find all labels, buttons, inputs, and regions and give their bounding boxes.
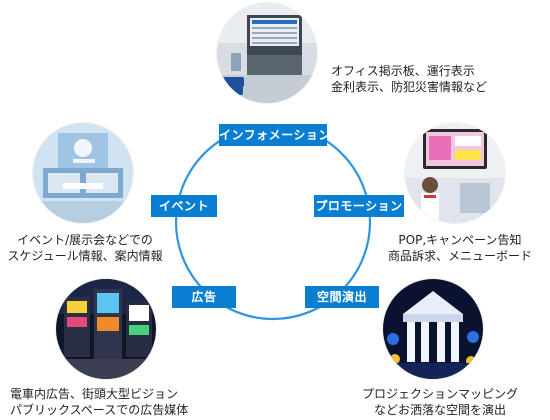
caption-advertising-line-1: 電車内広告、街頭大型ビジョン (10, 387, 179, 401)
caption-event-line-2: スケジュール情報、案内情報 (7, 249, 163, 263)
category-promotion-label: プロモーション (314, 195, 404, 217)
category-information-label: インフォメーション (219, 124, 330, 146)
caption-spatial-line-2: などお洒落な空間を演出 (373, 403, 506, 417)
projection-mapping-photo (383, 279, 483, 379)
caption-event: イベント/展示会などでの スケジュール情報、案内情報 (0, 232, 170, 264)
category-event-label: イベント (151, 195, 217, 217)
caption-spatial: プロジェクションマッピング などお洒落な空間を演出 (345, 386, 535, 418)
street-ad-photo (56, 279, 156, 379)
category-advertising-label: 広告 (172, 286, 236, 308)
caption-promotion-line-1: POP,キャンペーン告知 (398, 233, 522, 247)
caption-advertising-line-2: パブリックスペースでの広告媒体 (10, 403, 189, 417)
event-photo (33, 123, 133, 223)
caption-spatial-line-1: プロジェクションマッピング (361, 387, 518, 401)
caption-information-line-2: 金利表示、防犯災害情報など (331, 80, 488, 94)
caption-information-line-1: オフィス掲示板、運行表示 (331, 64, 475, 78)
promotion-photo (405, 123, 505, 223)
caption-promotion: POP,キャンペーン告知 商品訴求、メニューボード (375, 232, 545, 264)
caption-advertising: 電車内広告、街頭大型ビジョン パブリックスペースでの広告媒体 (10, 386, 188, 418)
caption-event-line-1: イベント/展示会などでの (17, 233, 153, 247)
category-spatial-label: 空間演出 (305, 286, 379, 308)
office-board-photo (217, 3, 317, 103)
caption-promotion-line-2: 商品訴求、メニューボード (387, 249, 532, 263)
caption-information: オフィス掲示板、運行表示 金利表示、防犯災害情報など (331, 63, 487, 95)
